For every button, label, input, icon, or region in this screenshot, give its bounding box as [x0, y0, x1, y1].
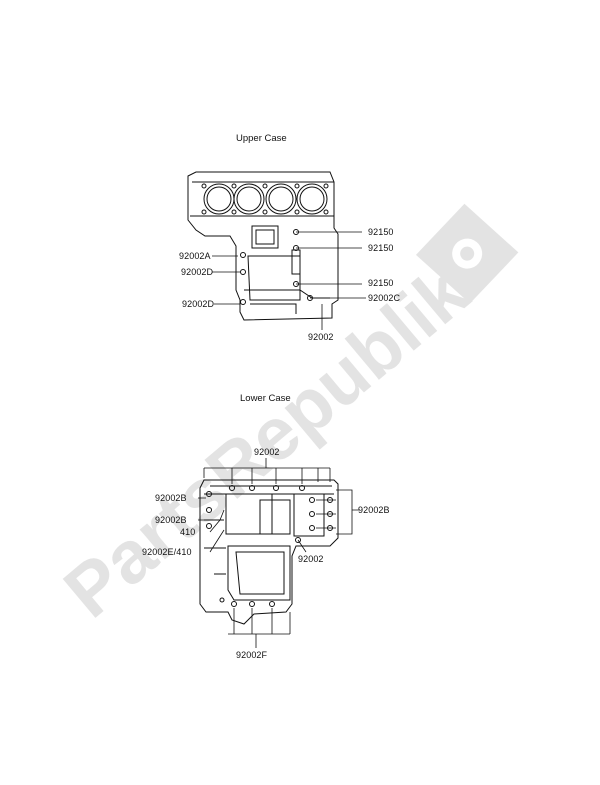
- label-410: 410: [180, 527, 196, 537]
- label-92150-3: 92150: [368, 278, 394, 288]
- upper-case-title: Upper Case: [236, 133, 287, 144]
- label-92150-1: 92150: [368, 227, 394, 237]
- label-92150-2: 92150: [368, 243, 394, 253]
- label-92002-top: 92002: [254, 447, 280, 457]
- label-92002d-1: 92002D: [181, 267, 214, 277]
- label-92002b-right: 92002B: [358, 505, 390, 515]
- label-92002b-1: 92002B: [155, 493, 187, 503]
- label-92002b-2: 92002B: [155, 515, 187, 525]
- label-92002-right: 92002: [298, 554, 324, 564]
- label-92002d-2: 92002D: [182, 299, 215, 309]
- lower-case-title: Lower Case: [240, 393, 291, 404]
- label-92002e-410: 92002E/410: [142, 547, 192, 557]
- label-92002c: 92002C: [368, 293, 401, 303]
- label-92002a: 92002A: [179, 251, 211, 261]
- gear-icon: [415, 203, 519, 304]
- label-92002f: 92002F: [236, 650, 268, 660]
- label-92002-upper: 92002: [308, 332, 334, 342]
